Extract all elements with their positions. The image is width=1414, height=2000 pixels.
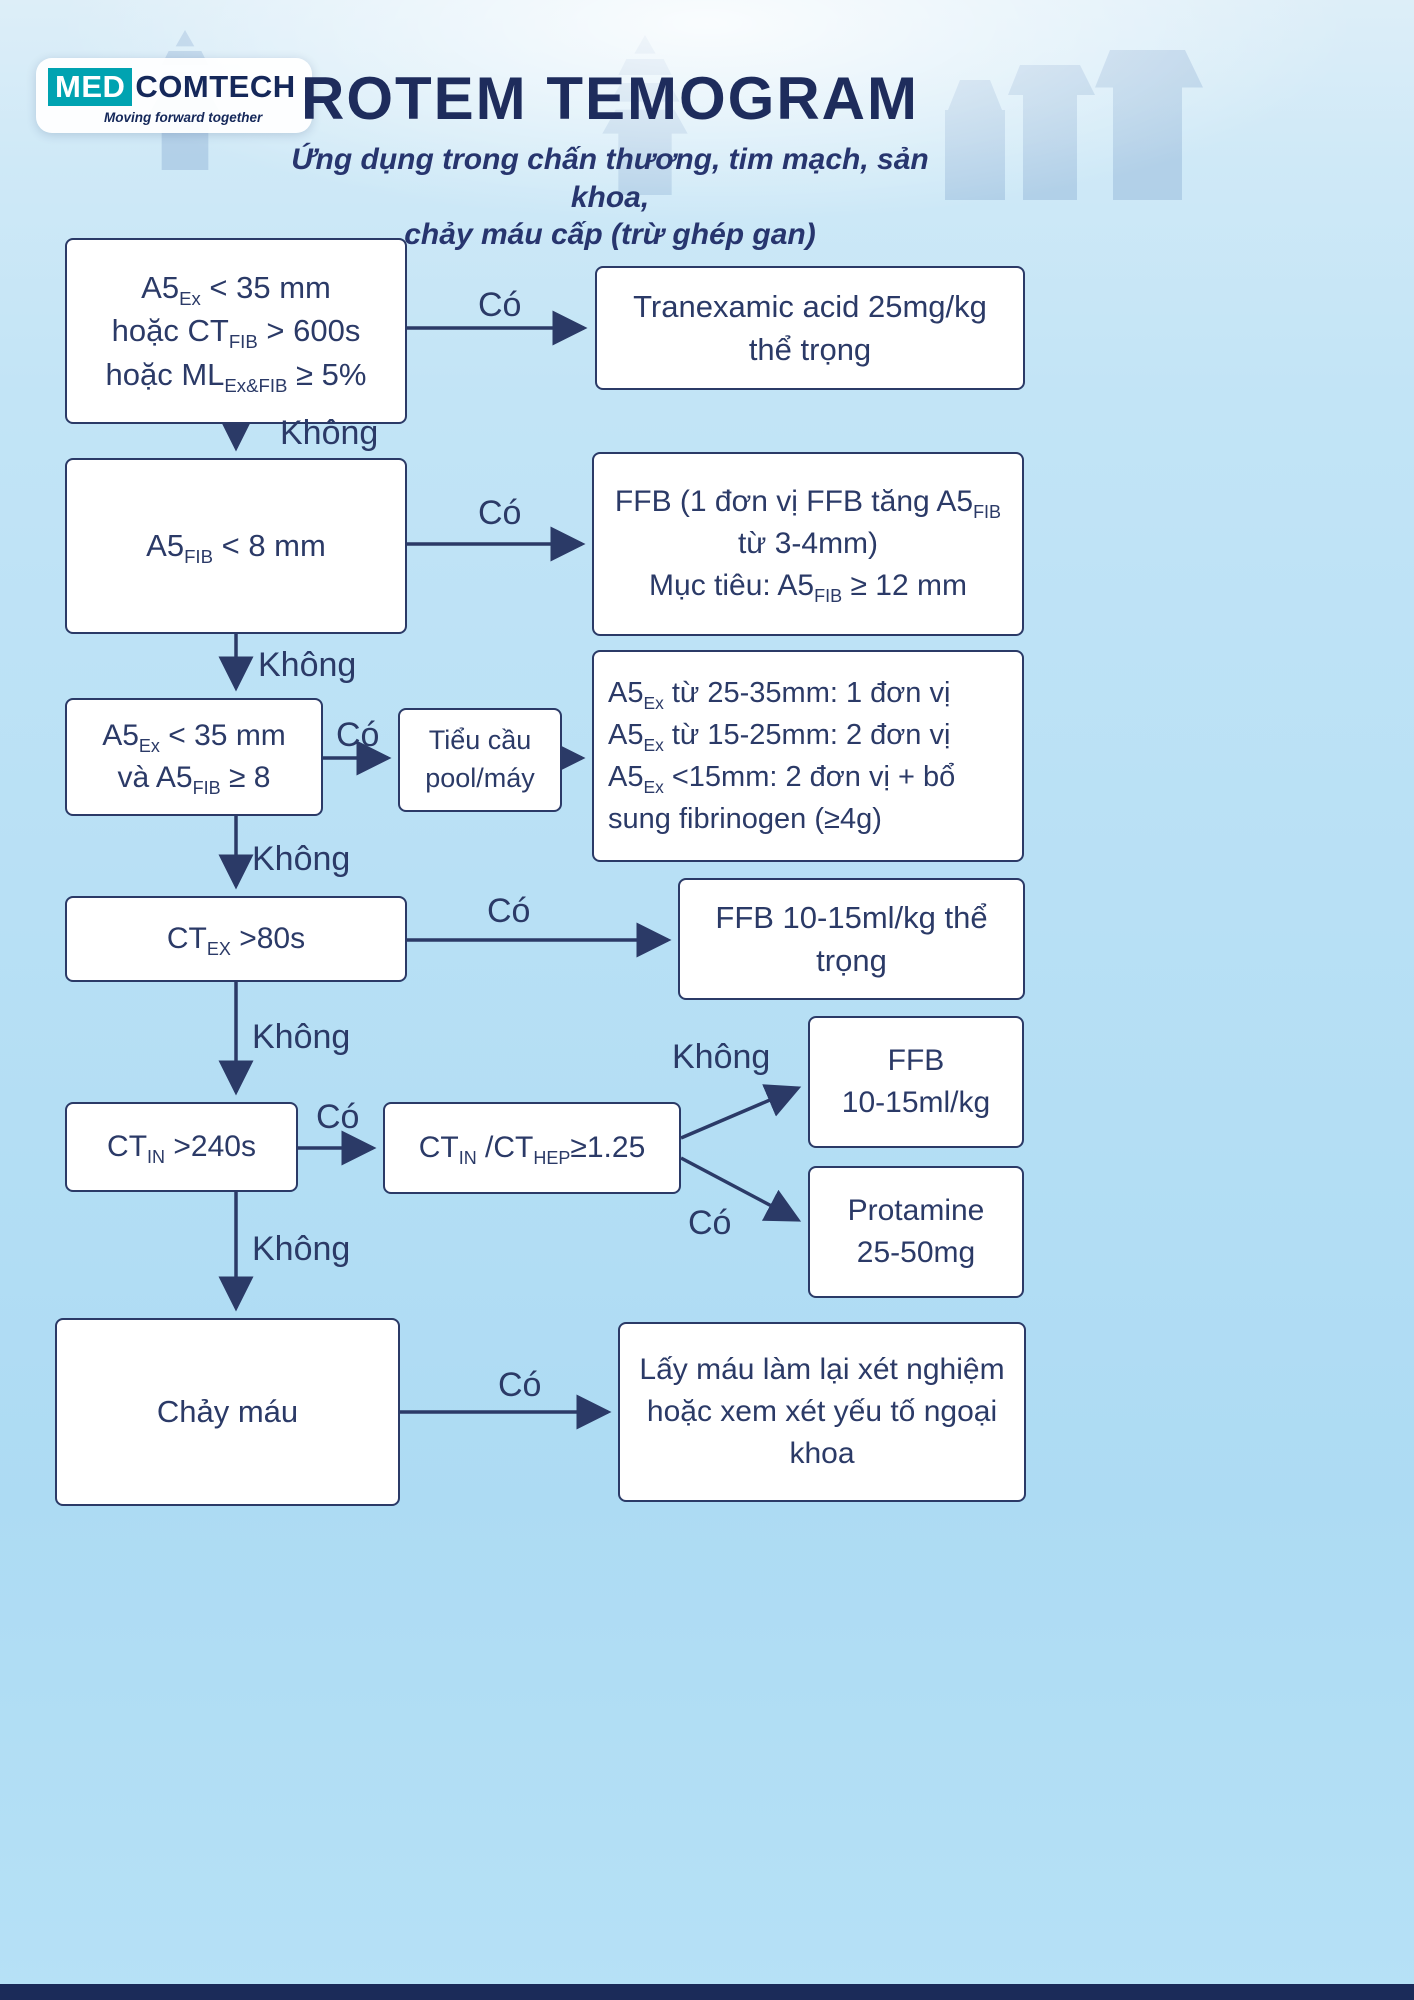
logo-row: MED COMTECH: [48, 68, 296, 106]
edge-label-no-5: Không: [672, 1038, 771, 1076]
flow-node-step2-condition: A5FIB < 8 mm: [65, 458, 407, 634]
edge-label-no-4: Không: [252, 1018, 351, 1056]
edge-label-yes-2: Có: [478, 494, 522, 532]
edge-label-yes-5: Có: [316, 1098, 360, 1136]
edge-label-yes-4: Có: [487, 892, 531, 930]
edge-label-no-6: Không: [252, 1230, 351, 1268]
edge-label-no-1: Không: [280, 414, 379, 452]
header-title-block: ROTEM TEMOGRAM Ứng dụng trong chấn thươn…: [250, 64, 970, 254]
page-title: ROTEM TEMOGRAM: [301, 65, 919, 132]
flow-node-step5-test: CTIN /CTHEP≥1.25: [383, 1102, 681, 1194]
logo-tagline: Moving forward together: [104, 110, 263, 125]
edge-label-no-2: Không: [258, 646, 357, 684]
flow-node-step6-condition: Chảy máu: [55, 1318, 400, 1506]
flow-node-step4-condition: CTEX >80s: [65, 896, 407, 982]
medcomtech-logo: MED COMTECH Moving forward together: [36, 58, 312, 133]
footer-bar: [0, 1984, 1414, 2000]
edge-label-no-3: Không: [252, 840, 351, 878]
page-subtitle: Ứng dụng trong chấn thương, tim mạch, sả…: [291, 143, 929, 251]
edge-label-yes-1: Có: [478, 286, 522, 324]
edge-label-yes-3: Có: [336, 716, 380, 754]
logo-med-mark: MED: [48, 68, 133, 106]
edge-label-yes-6: Có: [688, 1204, 732, 1242]
flow-node-step5-condition: CTIN >240s: [65, 1102, 298, 1192]
logo-comtech-mark: COMTECH: [135, 69, 296, 104]
old-town-illustration: [945, 50, 1203, 200]
edge-label-yes-7: Có: [498, 1366, 542, 1404]
